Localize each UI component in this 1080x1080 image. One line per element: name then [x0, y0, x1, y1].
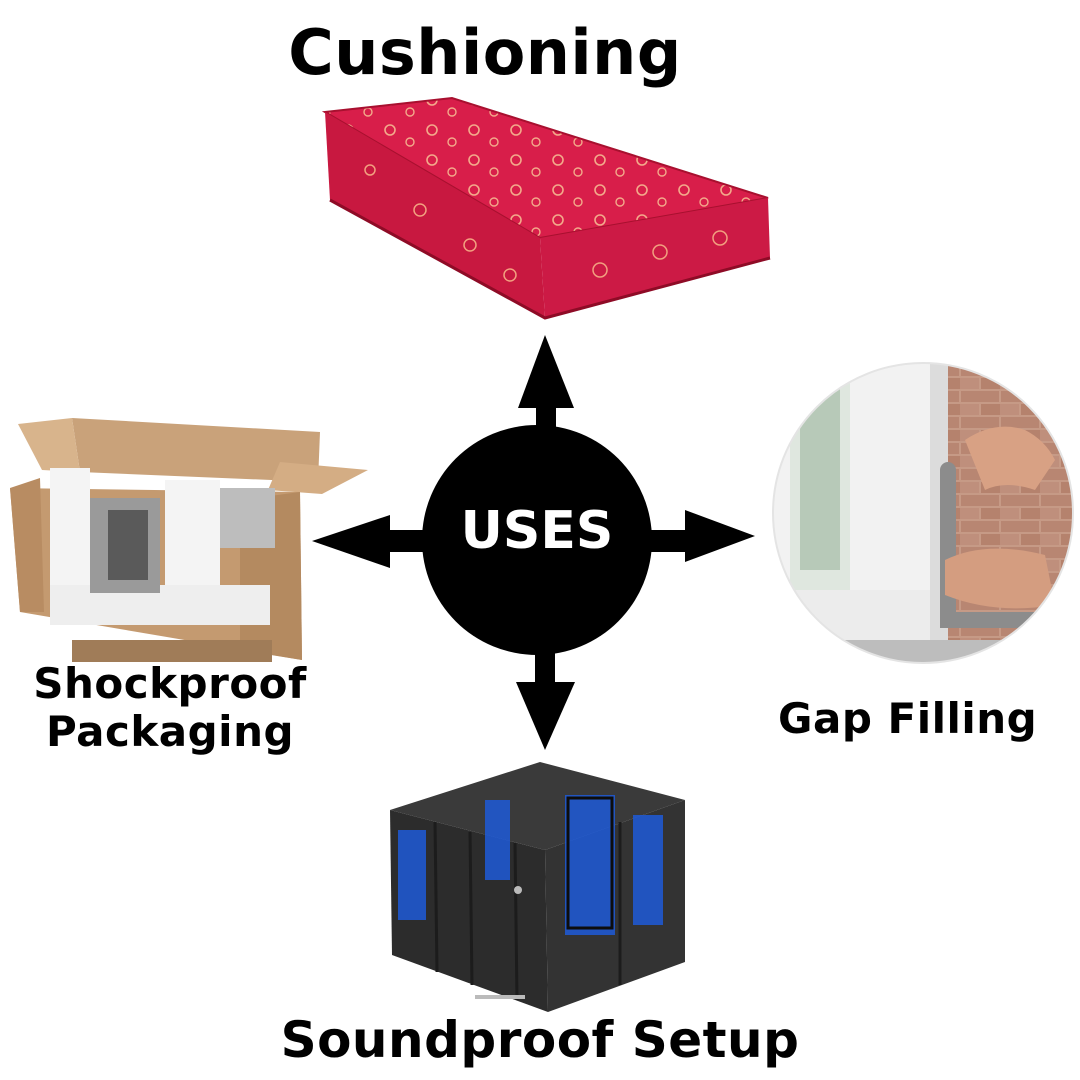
hub-label: USES: [460, 501, 614, 561]
arrow-down-icon: [516, 640, 575, 750]
sound-booth-image: [390, 762, 685, 1012]
packaging-box-image: [10, 418, 368, 662]
use-label-shockproof-packaging: Shockproof Packaging: [20, 660, 320, 756]
use-label-soundproof-setup: Soundproof Setup: [280, 1011, 800, 1069]
use-label-shockproof-line1: Shockproof: [33, 659, 307, 708]
arrow-left-icon: [312, 515, 435, 568]
gap-image-border: [772, 362, 1074, 664]
mattress-image: [321, 96, 771, 320]
use-label-shockproof-line2: Packaging: [45, 707, 295, 756]
use-label-cushioning: Cushioning: [288, 16, 682, 89]
use-label-gap-filling: Gap Filling: [778, 694, 1038, 743]
uses-hub: [422, 425, 652, 655]
arrow-right-icon: [645, 510, 755, 562]
